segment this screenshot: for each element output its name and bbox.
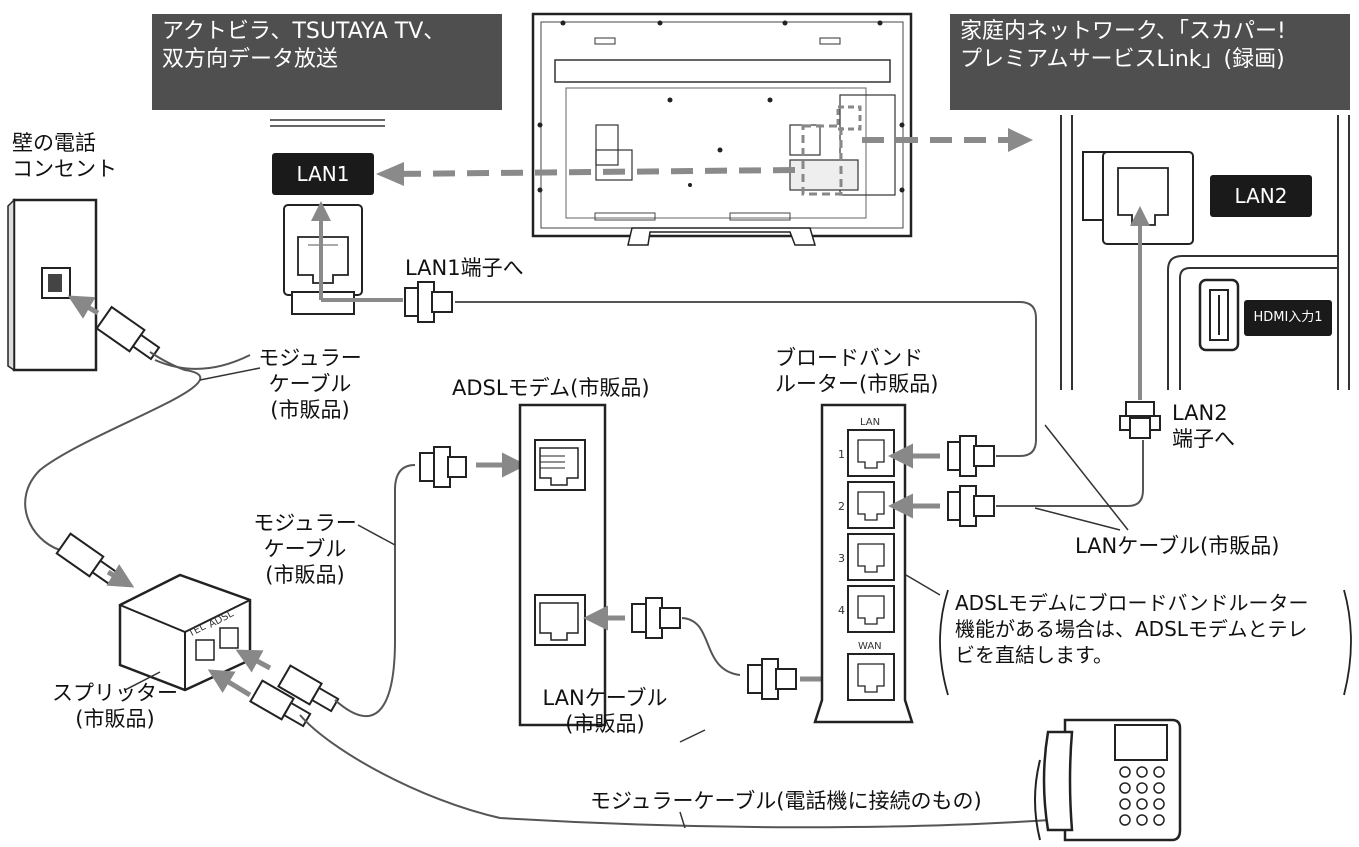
adsl-router-note-line1: ADSLモデムにブロードバンドルーター [955, 591, 1309, 615]
modular-cable-label-1-line2: ケーブル [268, 372, 352, 396]
adsl-modem-label: ADSLモデム(市販品) [452, 376, 650, 400]
modular-cable-phone [299, 714, 1051, 829]
modular-cable-label-1-line1: モジュラー [258, 346, 362, 370]
lan-cable-tv-lan1 [455, 301, 1037, 457]
adsl-modem [518, 403, 607, 727]
router-port-1-number: 1 [838, 448, 845, 461]
modular-cable-label-2-line3: (市販品) [265, 563, 345, 587]
lan-cable-modem-label-line1: LANケーブル [542, 686, 668, 710]
adsl-router-note-line3: ビを直結します。 [955, 643, 1113, 667]
modular-cable-label-1: モジュラー ケーブル (市販品) [245, 345, 375, 423]
modular-cable-label-2-line1: モジュラー [253, 511, 357, 535]
splitter-label-line1: スプリッター [52, 681, 178, 705]
router-wan-marking: WAN [858, 641, 882, 652]
telephone [1034, 718, 1182, 842]
modular-cable-label-1-line3: (市販品) [270, 398, 350, 422]
wall-outlet [7, 198, 98, 372]
splitter-label-line2: (市販品) [75, 707, 155, 731]
modular-cable-label-2: モジュラー ケーブル (市販品) [240, 510, 370, 588]
splitter-plug-top [55, 532, 119, 586]
lan2-tag: LAN2 [1210, 175, 1312, 217]
modem-lan-plug [631, 597, 681, 639]
banner-lan2-line2: プレミアムサービスLink」(録画) [960, 47, 1285, 72]
adsl-input-plug [419, 446, 467, 488]
adsl-router-note-line2: 機能がある場合は、ADSLモデムとテレ [955, 617, 1308, 641]
hdmi-port [1198, 278, 1240, 352]
router-lan1-plug [947, 435, 995, 477]
lan2-port-label-line1: LAN2 [1172, 401, 1228, 425]
splitter-label: スプリッター (市販品) [50, 680, 180, 732]
tv-lan2-highlight [836, 105, 862, 131]
banner-lan1-line1: アクトビラ、TSUTAYA TV、 [162, 19, 446, 44]
tv-lan-ports-highlight [801, 124, 843, 196]
lan-cable-modem-router [681, 617, 741, 676]
router-label: ブロードバンド ルーター(市販品) [775, 345, 938, 397]
router-port-2-number: 2 [838, 500, 845, 513]
banner-lan1-line2: 双方向データ放送 [162, 47, 339, 72]
router-lan2-plug [947, 485, 995, 527]
lan1-port-label: LAN1端子へ [405, 256, 524, 280]
hdmi-input-tag: HDMI入力1 [1244, 300, 1332, 336]
router-label-line2: ルーター(市販品) [775, 372, 939, 396]
router-wan-plug [747, 658, 797, 700]
modular-cable-adsl [334, 464, 416, 717]
tv-lan1-plug [404, 281, 453, 323]
lan2-socket-detail [1082, 151, 1194, 245]
dashed-arrow-lan1-head [376, 162, 404, 186]
broadband-router [813, 403, 914, 724]
modular-cable-label-2-line2: ケーブル [263, 537, 347, 561]
router-port-3-number: 3 [838, 552, 845, 565]
lan1-tag: LAN1 [272, 153, 374, 195]
tv-side-panel [1060, 115, 1350, 390]
tv-lan2-plug [1119, 401, 1161, 439]
dashed-arrow-lan2-head [1008, 128, 1033, 152]
wall-outlet-label-line1: 壁の電話 [12, 131, 96, 155]
lan-cable-modem-label: LANケーブル (市販品) [520, 685, 690, 737]
lan2-port-label: LAN2 端子へ [1172, 400, 1235, 452]
modular-cable-wall [24, 351, 202, 551]
wall-outlet-label: 壁の電話 コンセント [12, 130, 117, 182]
splitter [118, 573, 252, 692]
router-label-line1: ブロードバンド [775, 346, 924, 370]
tv-back-panel [531, 12, 913, 246]
wall-plug [95, 305, 161, 361]
adsl-router-note: ADSLモデムにブロードバンドルーター 機能がある場合は、ADSLモデムとテレ … [955, 590, 1309, 668]
banner-lan2-line1: 家庭内ネットワーク、「スカパー! [960, 19, 1286, 44]
router-lan-marking: LAN [860, 417, 881, 428]
phone-cable-label: モジュラーケーブル(電話機に接続のもの) [590, 789, 982, 813]
lan2-port-label-line2: 端子へ [1172, 427, 1235, 451]
lan-cable-router-label: LANケーブル(市販品) [1075, 534, 1280, 558]
banner-lan1-services: アクトビラ、TSUTAYA TV、 双方向データ放送 [152, 14, 502, 110]
splitter-plug-adsl [277, 664, 340, 713]
router-port-4-number: 4 [838, 604, 845, 617]
lan-cable-modem-label-line2: (市販品) [565, 712, 645, 736]
banner-lan2-services: 家庭内ネットワーク、「スカパー! プレミアムサービスLink」(録画) [950, 14, 1350, 110]
wall-outlet-label-line2: コンセント [12, 157, 117, 181]
lan-cable-tv-lan2 [996, 440, 1144, 507]
